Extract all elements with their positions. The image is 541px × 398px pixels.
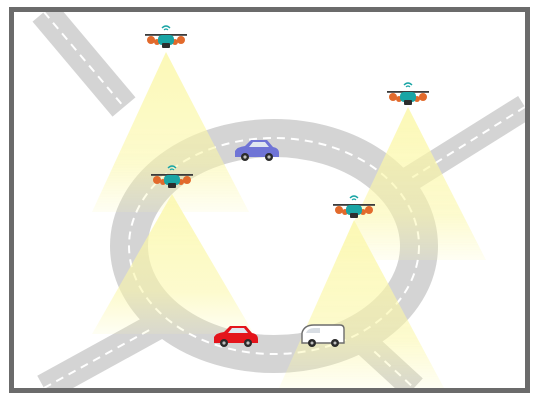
quadcopter-drone-icon [386, 82, 430, 106]
light-cone [92, 194, 254, 334]
illustration-frame [9, 7, 530, 393]
van-icon [301, 324, 345, 347]
light-cones [92, 52, 486, 388]
light-cone [336, 107, 486, 260]
light-cone [92, 52, 249, 212]
light-cone [279, 220, 444, 388]
roundabout-drone-scene [32, 12, 525, 388]
quadcopter-drone-icon [144, 25, 188, 49]
vehicles [214, 140, 345, 347]
